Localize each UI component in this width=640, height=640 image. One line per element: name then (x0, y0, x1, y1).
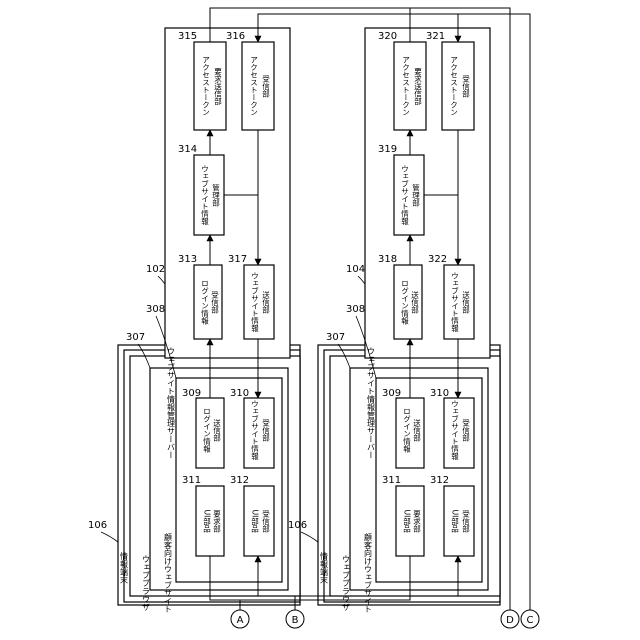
ref-102: 102 (146, 264, 165, 275)
block-317-line1: ウェブサイト情報 (250, 272, 259, 334)
connector-b-label: B (292, 615, 299, 626)
ref-310-right: 310 (430, 388, 449, 399)
ref-106-right: 106 (288, 520, 307, 531)
browser-label-left: ウェブブラウザ (142, 555, 151, 611)
block-311-right-line1: UI部品 (402, 510, 411, 534)
ref-314: 314 (178, 144, 197, 155)
block-310-right-line2: 受信部 (461, 417, 470, 442)
ref-321: 321 (426, 31, 445, 42)
ref-312-right: 312 (430, 475, 449, 486)
block-311-left-line1: UI部品 (202, 510, 211, 534)
site-label-left: 顧客向けウェブサイト (164, 532, 173, 613)
block-309-left-line2: 送信部 (212, 417, 221, 442)
ref-309-left: 309 (182, 388, 201, 399)
block-316-line2: 受信部 (261, 73, 270, 98)
connector-d-label: D (506, 615, 514, 626)
ref-318: 318 (378, 254, 397, 265)
block-310-left-line1: ウェブサイト情報 (250, 400, 259, 462)
block-320-line1: アクセストークン (402, 56, 411, 116)
block-311-left-line2: 要求部 (212, 509, 221, 533)
server-label-104: ウェブサイト情報管理サーバー (367, 347, 376, 459)
block-312-left-line2: 受信部 (261, 508, 270, 533)
block-312-left-line1: UI部品 (250, 510, 259, 534)
ref-313: 313 (178, 254, 197, 265)
ref-315: 315 (178, 31, 197, 42)
ref-106-left: 106 (88, 520, 107, 531)
ref-311-right: 311 (382, 475, 401, 486)
block-311-right-line2: 要求部 (412, 509, 421, 533)
ref-308-left: 308 (146, 304, 165, 315)
block-309-right-line1: ログイン情報 (402, 408, 411, 454)
block-321-line2: 受信部 (461, 73, 470, 98)
terminal-label-right: 情報端末 (320, 551, 329, 585)
block-313-line1: ログイン情報 (200, 280, 209, 326)
browser-label-right: ウェブブラウザ (342, 555, 351, 611)
ref-308-right: 308 (346, 304, 365, 315)
block-314-line2: 管理部 (211, 182, 220, 207)
ref-320: 320 (378, 31, 397, 42)
ref-310-left: 310 (230, 388, 249, 399)
block-314-line1: ウェブサイト情報 (200, 165, 209, 227)
block-310-right-line1: ウェブサイト情報 (450, 400, 459, 462)
ref-307-right: 307 (326, 332, 345, 343)
block-320-line2: 要求送信部 (413, 67, 422, 106)
block-319-line2: 管理部 (411, 182, 420, 207)
ref-317: 317 (228, 254, 247, 265)
block-312-right-line2: 受信部 (461, 508, 470, 533)
ref-104: 104 (346, 264, 365, 275)
ref-309-right: 309 (382, 388, 401, 399)
block-318-line2: 送信部 (410, 289, 419, 314)
block-309-left-line1: ログイン情報 (202, 408, 211, 454)
ref-311-left: 311 (182, 475, 201, 486)
block-322-line2: 送信部 (461, 289, 470, 314)
server-label-102: ウェブサイト情報管理サーバー (167, 347, 176, 459)
block-321-line1: アクセストークン (450, 56, 459, 116)
block-310-left-line2: 受信部 (261, 417, 270, 442)
ref-312-left: 312 (230, 475, 249, 486)
connector-c-label: C (527, 615, 534, 626)
ref-307-left: 307 (126, 332, 145, 343)
block-316-line1: アクセストークン (250, 56, 259, 116)
terminal-label-left: 情報端末 (120, 551, 129, 585)
block-318-line1: ログイン情報 (400, 280, 409, 326)
block-312-right-line1: UI部品 (450, 510, 459, 534)
block-309-right-line2: 送信部 (412, 417, 421, 442)
block-317-line2: 送信部 (261, 289, 270, 314)
block-313-line2: 受信部 (210, 289, 219, 314)
block-319-line1: ウェブサイト情報 (400, 165, 409, 227)
ref-319: 319 (378, 144, 397, 155)
connector-a-label: A (237, 615, 244, 626)
block-315-line1: アクセストークン (202, 56, 211, 116)
block-322-line1: ウェブサイト情報 (450, 272, 459, 334)
ref-322: 322 (428, 254, 447, 265)
site-label-right: 顧客向けウェブサイト (364, 532, 373, 613)
ref-316: 316 (226, 31, 245, 42)
block-315-line2: 要求送信部 (213, 67, 222, 106)
